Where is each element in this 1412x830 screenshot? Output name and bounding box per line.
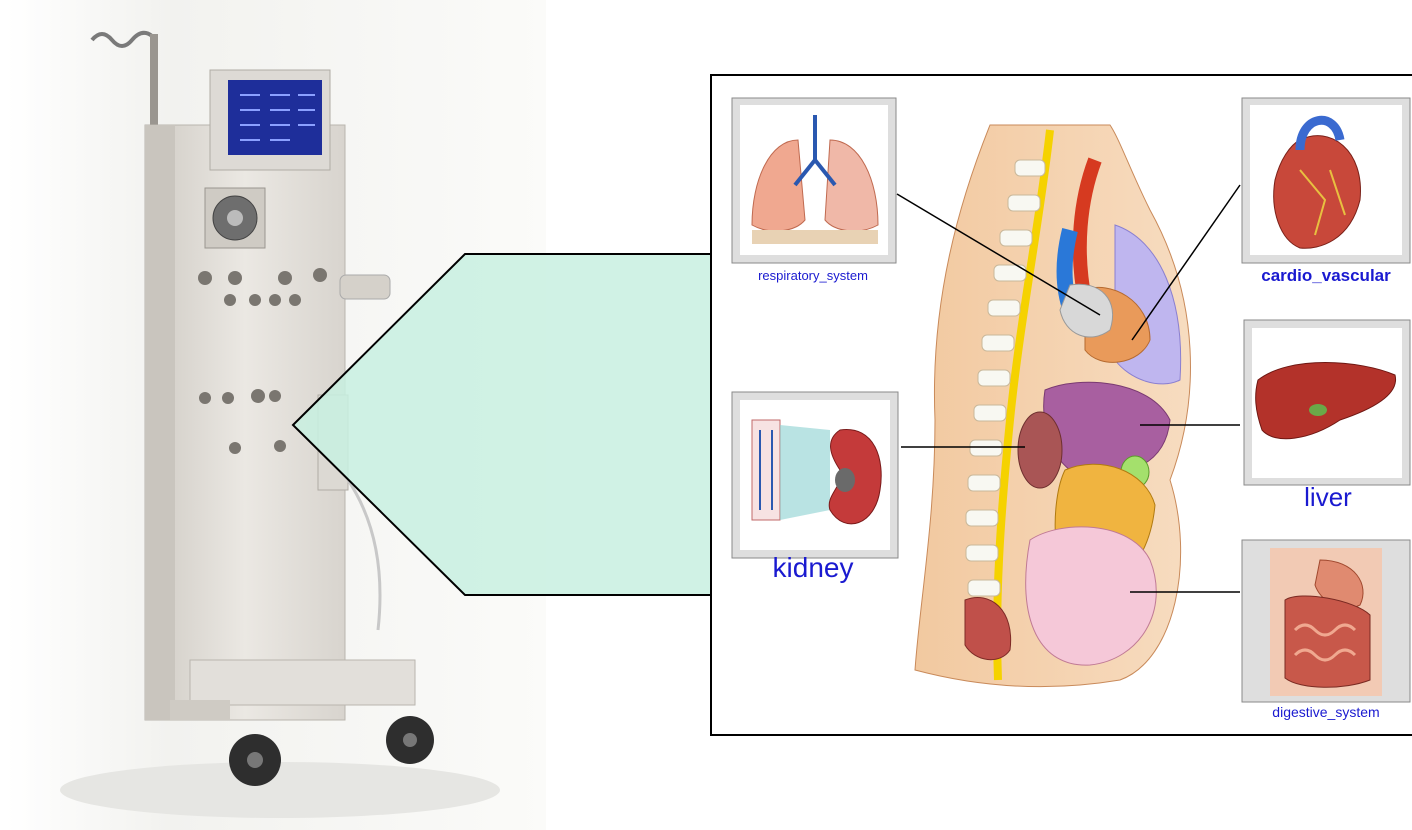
base-shelf — [190, 660, 415, 705]
cardio-thumbnail[interactable] — [1242, 98, 1410, 263]
base-column — [170, 700, 230, 720]
intestines — [1285, 596, 1370, 687]
cardio-vascular-label: cardio_vascular — [1240, 266, 1412, 286]
respiratory-system-label: respiratory_system — [732, 268, 894, 283]
floor-shadow — [60, 762, 500, 818]
kidney-thumbnail[interactable] — [732, 392, 898, 558]
blood-pump-hub — [227, 210, 243, 226]
gallbladder — [1309, 404, 1327, 416]
side-drum — [340, 275, 390, 299]
kidney-section — [1018, 412, 1062, 488]
liver-thumbnail[interactable] — [1244, 320, 1410, 485]
kidney-label: kidney — [732, 552, 894, 584]
zoom-wedge — [780, 425, 830, 520]
digestive-thumbnail[interactable] — [1242, 540, 1410, 702]
machine-side-panel — [145, 125, 175, 720]
monitor-screen — [228, 80, 322, 155]
respiratory-thumbnail[interactable] — [732, 98, 896, 263]
nephron — [752, 420, 780, 520]
digestive-system-label: digestive_system — [1240, 704, 1412, 720]
liver-label: liver — [1246, 482, 1410, 513]
renal-pelvis — [835, 468, 855, 492]
